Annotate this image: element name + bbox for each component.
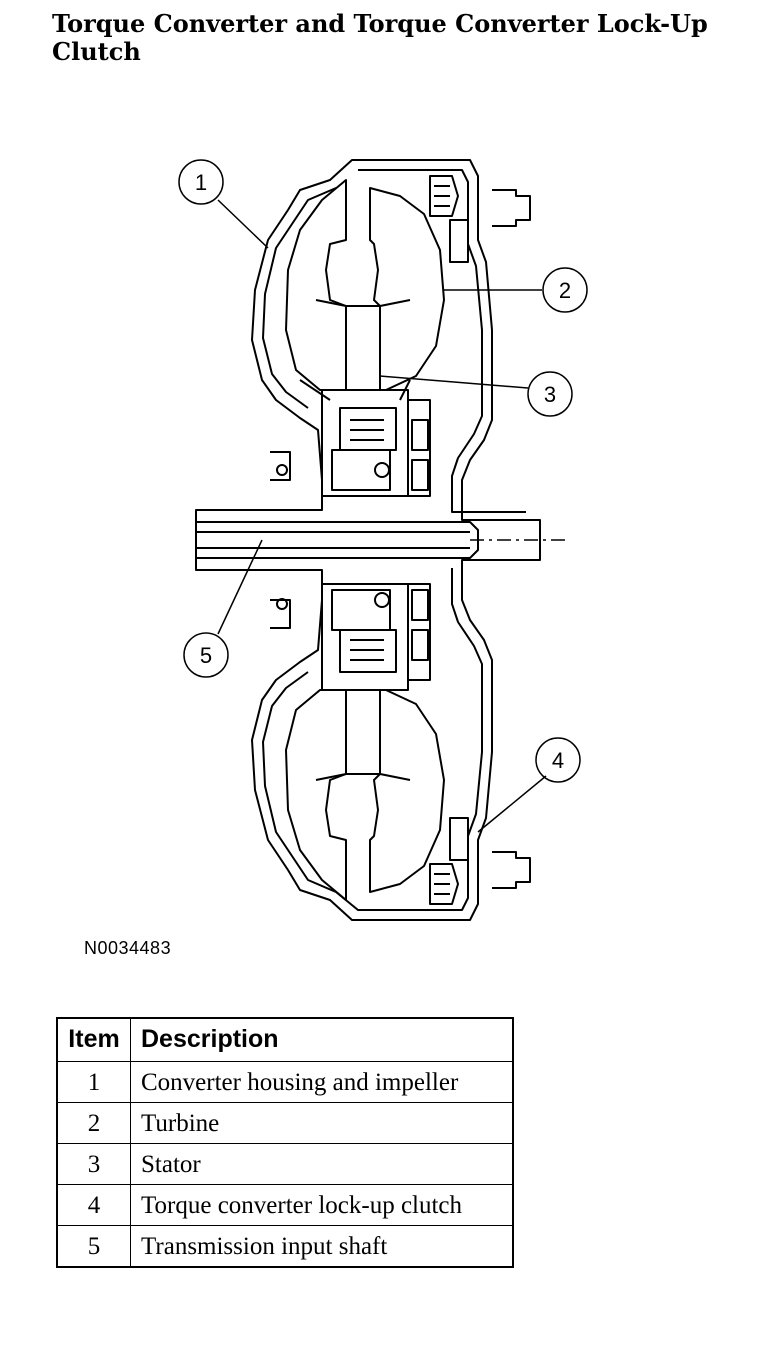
item-number: 3 (56, 1143, 131, 1185)
converter-housing-outline (195, 159, 541, 921)
leader-line-1 (217, 199, 269, 249)
housing-inner-line-upper (262, 187, 337, 409)
leader-line-5 (217, 539, 263, 635)
callout-5: 5 (183, 632, 229, 678)
callout-4: 4 (535, 737, 581, 783)
item-description: Converter housing and impeller (130, 1061, 514, 1103)
legend-header-row: Item Description (56, 1017, 514, 1062)
lockup-clutch-upper (429, 175, 469, 263)
turbine-lower (285, 689, 347, 901)
torque-converter-diagram: 1 2 3 4 5 (0, 140, 768, 940)
item-number: 2 (56, 1102, 131, 1144)
hub-bolt-upper (492, 189, 531, 227)
column-header-item: Item (56, 1017, 131, 1062)
turbine-upper-right (369, 187, 445, 391)
item-number: 5 (56, 1225, 131, 1268)
turbine-upper (285, 179, 347, 391)
hub-bolt-lower (492, 851, 531, 889)
legend-table: Item Description 1 Converter housing and… (56, 1017, 514, 1268)
leader-line-3 (379, 375, 529, 389)
item-number: 4 (56, 1184, 131, 1226)
lockup-clutch-lower (429, 817, 469, 905)
item-number: 1 (56, 1061, 131, 1103)
page-title: Torque Converter and Torque Converter Lo… (52, 9, 708, 66)
callout-2: 2 (542, 267, 588, 313)
input-shaft (196, 521, 479, 559)
svg-text:5: 5 (200, 643, 212, 668)
turbine-lower-right (369, 689, 445, 893)
callout-1: 1 (178, 159, 224, 205)
callout-3: 3 (527, 371, 573, 417)
stator-hub-lower (321, 583, 409, 691)
svg-text:4: 4 (552, 748, 564, 773)
item-description: Transmission input shaft (130, 1225, 514, 1268)
item-description: Stator (130, 1143, 514, 1185)
column-header-description: Description (130, 1017, 514, 1062)
item-description: Torque converter lock-up clutch (130, 1184, 514, 1226)
leader-line-4 (477, 775, 547, 833)
table-row: 1 Converter housing and impeller (56, 1061, 514, 1103)
svg-text:3: 3 (544, 382, 556, 407)
table-row: 4 Torque converter lock-up clutch (56, 1184, 514, 1226)
housing-inner-line (262, 169, 526, 911)
svg-text:2: 2 (559, 278, 571, 303)
stator-blade-upper (345, 305, 381, 391)
item-description: Turbine (130, 1102, 514, 1144)
table-row: 2 Turbine (56, 1102, 514, 1144)
figure-id: N0034483 (84, 938, 172, 958)
table-row: 3 Stator (56, 1143, 514, 1185)
svg-text:1: 1 (195, 170, 207, 195)
table-row: 5 Transmission input shaft (56, 1225, 514, 1268)
